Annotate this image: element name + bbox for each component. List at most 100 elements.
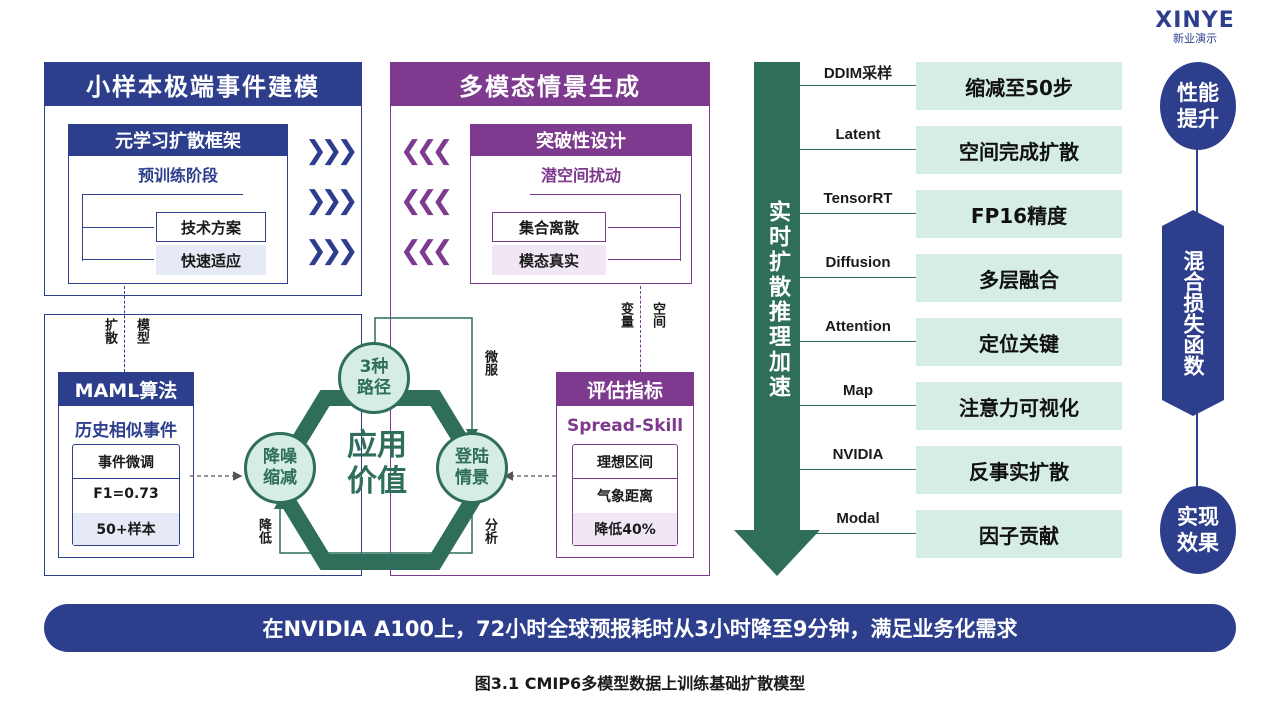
banner-text: 在NVIDIA A100上，72小时全球预报耗时从3小时降至9分钟，满足业务化需… <box>262 617 1018 641</box>
bottom-banner: 在NVIDIA A100上，72小时全球预报耗时从3小时降至9分钟，满足业务化需… <box>44 604 1236 652</box>
chevron-right-icon: ❯❯❯ <box>305 236 358 266</box>
row-value: 注意力可视化 <box>916 382 1122 430</box>
row-value: 反事实扩散 <box>916 446 1122 494</box>
left-side-label-2: 模型 <box>134 318 149 344</box>
eval-item-distance: 气象距离 <box>597 489 653 505</box>
row-key: Latent <box>835 126 881 143</box>
row-key: TensorRT <box>823 190 893 207</box>
eval-box <box>556 406 694 558</box>
brand-logo: XINYE 新业演示 <box>1150 8 1240 46</box>
meta-box <box>68 156 288 284</box>
meta-stage: 预训练阶段 <box>137 166 218 185</box>
row-value: 因子贡献 <box>916 510 1122 558</box>
maml-item-finetune: 事件微调 <box>98 455 154 471</box>
row-key: Diffusion <box>825 254 891 271</box>
label-micro: 微服 <box>482 350 497 376</box>
chevron-left-icon: ❮❮❮ <box>400 136 453 166</box>
loss-hexagon-shape <box>1162 210 1224 416</box>
row-key: DDIM采样 <box>823 65 893 82</box>
row-value: FP16精度 <box>916 190 1122 238</box>
meta-item-fast: 快速适应 <box>156 245 266 275</box>
breakthrough-branch-line <box>608 259 680 260</box>
left-panel-frame <box>44 106 362 296</box>
acceleration-row: Attention 定位关键 <box>796 318 1126 366</box>
eval-subtitle: Spread-Skill <box>566 416 684 436</box>
acceleration-row: Map 注意力可视化 <box>796 382 1126 430</box>
breakthrough-subtitle: 潜空间扰动 <box>540 166 621 185</box>
node-denoise-label: 降噪缩减 <box>263 447 297 488</box>
breakthrough-branch-line <box>608 227 680 228</box>
meta-header: 元学习扩散框架 <box>68 124 288 156</box>
effect-label: 实现效果 <box>1177 505 1219 555</box>
breakthrough-item-discrete: 集合离散 <box>492 212 606 242</box>
eval-divider <box>572 478 678 479</box>
acceleration-row: Modal 因子贡献 <box>796 510 1126 558</box>
row-key: Map <box>843 382 873 399</box>
row-key: Modal <box>836 510 880 527</box>
eval-item-reduce: 降低40% <box>573 513 677 545</box>
acceleration-row: NVIDIA 反事实扩散 <box>796 446 1126 494</box>
acceleration-row: DDIM采样 缩减至50步 <box>796 62 1126 110</box>
chevron-right-icon: ❯❯❯ <box>305 136 358 166</box>
node-paths: 3种路径 <box>338 342 410 414</box>
meta-item-tech: 技术方案 <box>156 212 266 242</box>
mid-dashed-connector <box>640 286 641 372</box>
logo-brand: XINYE <box>1155 8 1235 33</box>
eval-item-ideal: 理想区间 <box>597 455 653 471</box>
row-connector <box>796 213 916 214</box>
eval-header: 评估指标 <box>556 372 694 406</box>
row-value: 缩减至50步 <box>916 62 1122 110</box>
chevron-left-icon: ❮❮❮ <box>400 186 453 216</box>
node-landing-label: 登陆情景 <box>455 447 489 488</box>
hexagon-center-label: 应用价值 <box>347 428 407 499</box>
mid-panel-title: 多模态情景生成 <box>390 62 710 106</box>
maml-box <box>58 406 194 558</box>
breakthrough-header: 突破性设计 <box>470 124 692 156</box>
maml-item-samples: 50+样本 <box>73 513 179 545</box>
breakthrough-connector <box>530 194 681 261</box>
left-side-label-1: 扩散 <box>102 318 117 344</box>
figure-caption: 图3.1 CMIP6多模型数据上训练基础扩散模型 <box>474 674 806 693</box>
down-arrow-shape <box>734 62 820 576</box>
row-value: 多层融合 <box>916 254 1122 302</box>
eval-list <box>572 444 678 546</box>
down-arrow-text: 实时扩散推理加速 <box>765 200 790 400</box>
chevron-right-icon: ❯❯❯ <box>305 186 358 216</box>
maml-list <box>72 444 180 546</box>
left-dashed-connector <box>124 286 125 372</box>
node-paths-label: 3种路径 <box>357 357 391 398</box>
loss-label: 混合损失函数 <box>1181 250 1205 376</box>
effect-circle: 实现效果 <box>1160 486 1236 574</box>
logo-sub: 新业演示 <box>1173 32 1217 45</box>
row-key: Attention <box>825 318 891 335</box>
node-landing: 登陆情景 <box>436 432 508 504</box>
breakthrough-box <box>470 156 692 284</box>
mid-panel-frame <box>390 106 710 576</box>
row-connector <box>796 341 916 342</box>
meta-branch-line <box>82 227 154 228</box>
mid-side-label-2: 空间 <box>650 302 665 328</box>
label-reduce: 降低 <box>256 518 271 544</box>
maml-divider <box>72 478 180 479</box>
perf-circle: 性能提升 <box>1160 62 1236 150</box>
maml-header: MAML算法 <box>58 372 194 406</box>
row-connector <box>796 533 916 534</box>
maml-item-f1: F1=0.73 <box>93 486 159 502</box>
row-key: NVIDIA <box>832 446 884 463</box>
left-panel-title: 小样本极端事件建模 <box>44 62 362 106</box>
mid-side-label-1: 变量 <box>618 302 633 328</box>
down-arrow-label: 实时扩散推理加速 <box>754 200 800 400</box>
row-connector <box>796 85 916 86</box>
row-value: 空间完成扩散 <box>916 126 1122 174</box>
perf-label: 性能提升 <box>1177 81 1219 131</box>
row-connector <box>796 469 916 470</box>
maml-subtitle: 历史相似事件 <box>75 421 177 441</box>
row-value: 定位关键 <box>916 318 1122 366</box>
acceleration-row: Diffusion 多层融合 <box>796 254 1126 302</box>
loss-label-wrap: 混合损失函数 <box>1162 222 1224 404</box>
flow-line-bottom <box>274 497 473 554</box>
acceleration-row: TensorRT FP16精度 <box>796 190 1126 238</box>
row-connector <box>796 277 916 278</box>
node-denoise: 降噪缩减 <box>244 432 316 504</box>
label-analysis: 分析 <box>482 518 497 544</box>
